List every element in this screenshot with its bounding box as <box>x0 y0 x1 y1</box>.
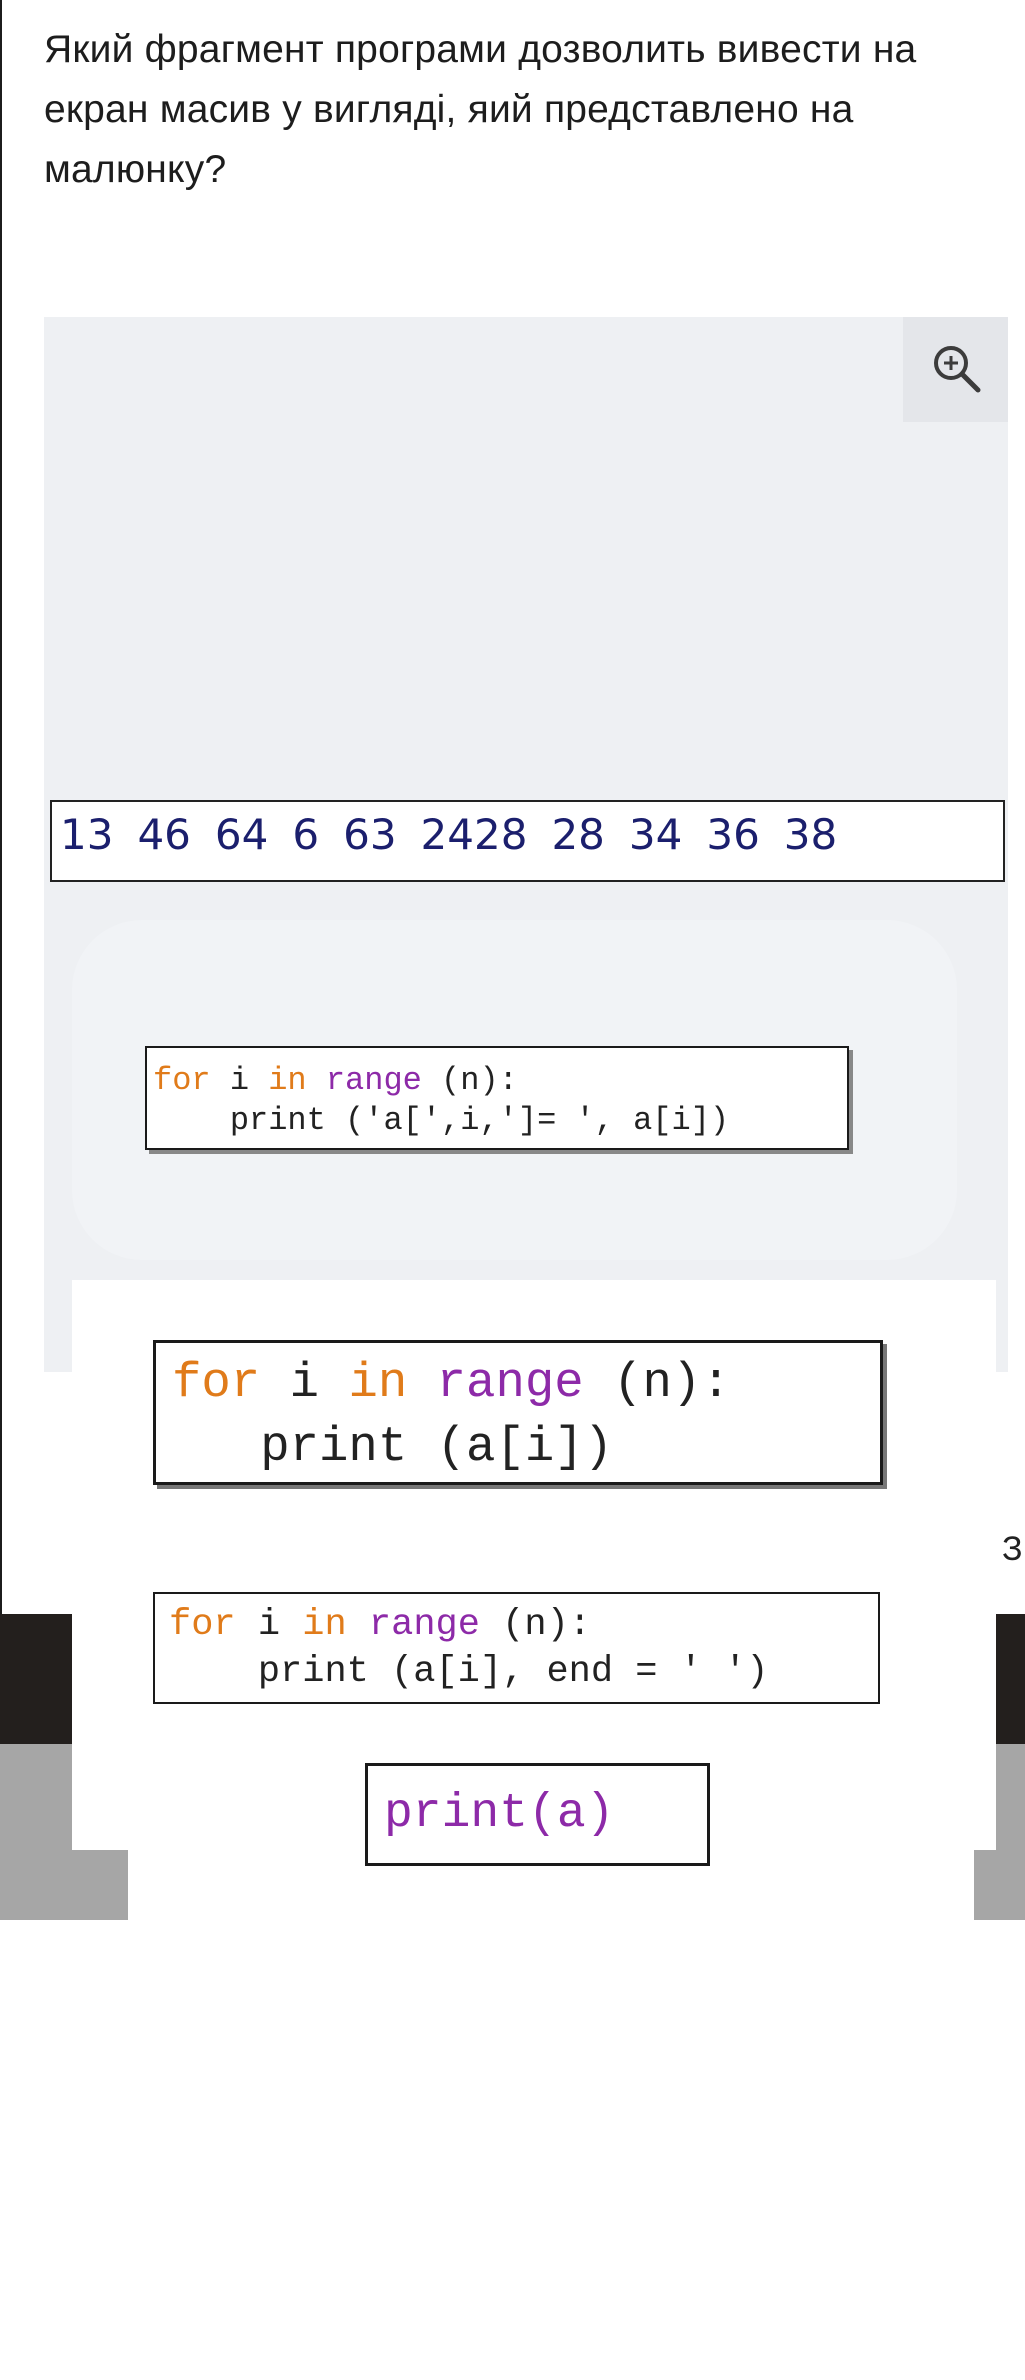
keyword-in: in <box>268 1062 307 1099</box>
array-value: 36 <box>706 810 760 859</box>
keyword-in: in <box>302 1604 347 1646</box>
code-args: (n): <box>613 1355 731 1411</box>
code-args: (n): <box>441 1062 518 1099</box>
code-line-2: print (a[i], end = ' ') <box>257 1651 769 1693</box>
array-value: 64 <box>214 810 269 859</box>
code-var: i <box>257 1604 281 1646</box>
builtin-range: range <box>325 1062 422 1099</box>
array-values: 13 46 64 6 63 2428 28 34 36 38 <box>60 810 837 859</box>
zoom-in-icon <box>934 346 981 393</box>
array-value: 13 <box>60 810 114 859</box>
code-args: (n): <box>502 1604 591 1646</box>
builtin-range: range <box>368 1604 480 1646</box>
keyword-for: for <box>169 1604 236 1646</box>
array-value: 46 <box>137 810 191 859</box>
code-option-3[interactable]: for i in range (n): print (a[i], end = '… <box>153 1592 880 1704</box>
code-line-1: print(a) <box>384 1787 615 1841</box>
array-value: 63 <box>343 810 397 859</box>
keyword-in: in <box>348 1355 408 1411</box>
code-option-4[interactable]: print(a) <box>365 1763 710 1866</box>
keyword-for: for <box>172 1355 261 1411</box>
code-var: i <box>289 1355 320 1411</box>
zoom-button[interactable] <box>903 317 1008 422</box>
array-value: 38 <box>783 810 838 859</box>
code-option-2[interactable]: for i in range (n): print (a[i]) <box>153 1340 883 1485</box>
array-value: 2428 <box>420 810 528 859</box>
code-line-2: print ('a[',i,']= ', a[i]) <box>229 1102 730 1139</box>
question-text: Який фрагмент програми дозволить вивести… <box>44 28 917 191</box>
array-output-image: 13 46 64 6 63 2428 28 34 36 38 <box>50 800 1005 882</box>
left-edge-rule <box>0 0 2 1620</box>
code-var: i <box>229 1062 250 1099</box>
array-value: 34 <box>628 810 683 859</box>
array-value: 28 <box>551 810 605 859</box>
code-line-2: print (a[i]) <box>260 1419 614 1475</box>
array-value: 6 <box>292 810 320 859</box>
code-option-1[interactable]: for i in range (n): print ('a[',i,']= ',… <box>145 1046 849 1150</box>
side-mark: З <box>1002 1530 1023 1568</box>
builtin-range: range <box>436 1355 584 1411</box>
keyword-for: for <box>153 1062 211 1099</box>
